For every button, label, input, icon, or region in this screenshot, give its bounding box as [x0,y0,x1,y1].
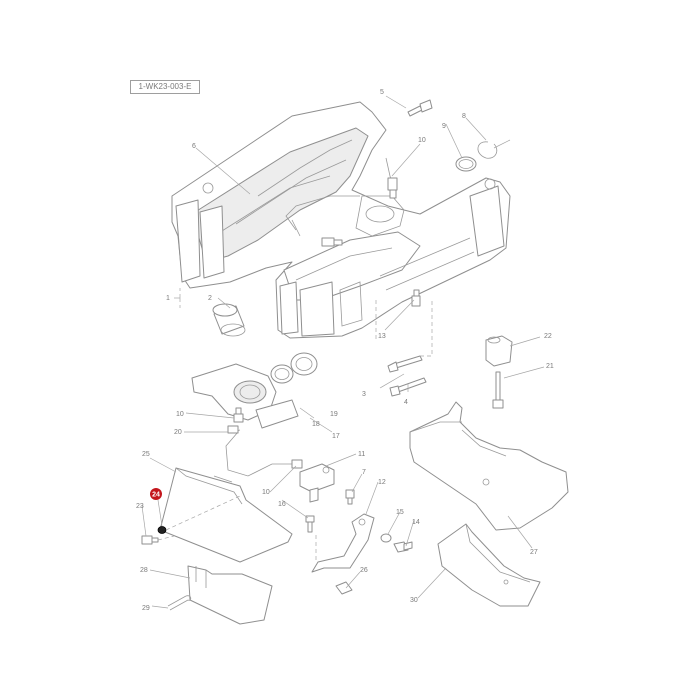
bolt-5[interactable] [407,99,433,117]
bolt-23[interactable] [141,535,159,545]
bolt-7[interactable] [345,489,355,505]
callout-29: 29 [142,605,150,612]
washer-15[interactable] [380,533,392,543]
callout-19: 19 [330,411,338,418]
breather-fitting-top[interactable] [385,157,398,199]
oil-pipe-top[interactable] [285,195,360,237]
callout-17: 17 [332,433,340,440]
grease-fitting-housing[interactable] [321,237,343,247]
bolt-16[interactable] [305,515,315,533]
callout-2: 2 [208,295,212,302]
callout-9: 9 [442,123,446,130]
circlip-8[interactable] [477,141,498,159]
bracket-12[interactable] [311,513,375,573]
bearing-ring-9[interactable] [455,156,477,172]
callout-28: 28 [140,567,148,574]
callout-26: 26 [360,567,368,574]
callout-labels: 5 6 10 9 8 1 2 13 22 21 3 4 10 19 18 20 … [136,89,554,612]
bolt-26[interactable] [335,581,353,595]
pivot-bracket[interactable] [191,363,299,429]
callout-5: 5 [380,89,384,96]
callout-23: 23 [136,503,144,510]
callout-10-middle: 10 [176,411,184,418]
callout-18: 18 [312,421,320,428]
bottom-plate-28[interactable] [187,565,273,625]
weight-cover-27[interactable] [409,401,569,531]
split-pin-29[interactable] [167,595,192,611]
callout-13: 13 [378,333,386,340]
bolt-14[interactable] [393,541,413,553]
callout-8: 8 [462,113,466,120]
fitting-13[interactable] [411,289,421,307]
diagram-reference-code: 1-WK23-003-E [130,80,200,94]
bushing-2[interactable] [212,303,246,337]
callout-7: 7 [362,469,366,476]
bolt-3[interactable] [387,355,423,373]
callout-21: 21 [546,363,554,370]
callout-14: 14 [412,519,420,526]
callout-22: 22 [544,333,552,340]
callout-11: 11 [358,451,365,458]
bolt-4[interactable] [389,377,427,397]
bracket-11[interactable] [299,463,335,503]
bushing-19[interactable] [290,352,318,376]
callout-15: 15 [396,509,404,516]
callout-10-lower: 10 [262,489,270,496]
callout-24: 24 [152,492,160,499]
callout-25: 25 [142,451,150,458]
callout-3: 3 [362,391,366,398]
callout-1: 1 [166,295,170,302]
washer-24-highlighted[interactable] [157,526,167,534]
oil-pipe-20[interactable] [225,425,303,477]
callout-20: 20 [174,429,182,436]
callout-4: 4 [404,399,408,406]
thrust-ring-18[interactable] [270,364,294,384]
callout-24-highlight[interactable]: 24 [150,488,162,500]
highlight-marker [150,488,162,500]
callout-10-top: 10 [418,137,426,144]
callout-16: 16 [278,501,286,508]
callout-27: 27 [530,549,538,556]
lower-guard-30[interactable] [437,523,541,607]
callout-6: 6 [192,143,196,150]
callout-12: 12 [378,479,386,486]
spacer-block-22[interactable] [485,335,513,367]
bolt-21[interactable] [492,371,504,409]
axle-housing[interactable] [171,101,511,339]
leader-lines [141,95,545,609]
guard-plate-25[interactable] [159,467,293,563]
callout-30: 30 [410,597,418,604]
